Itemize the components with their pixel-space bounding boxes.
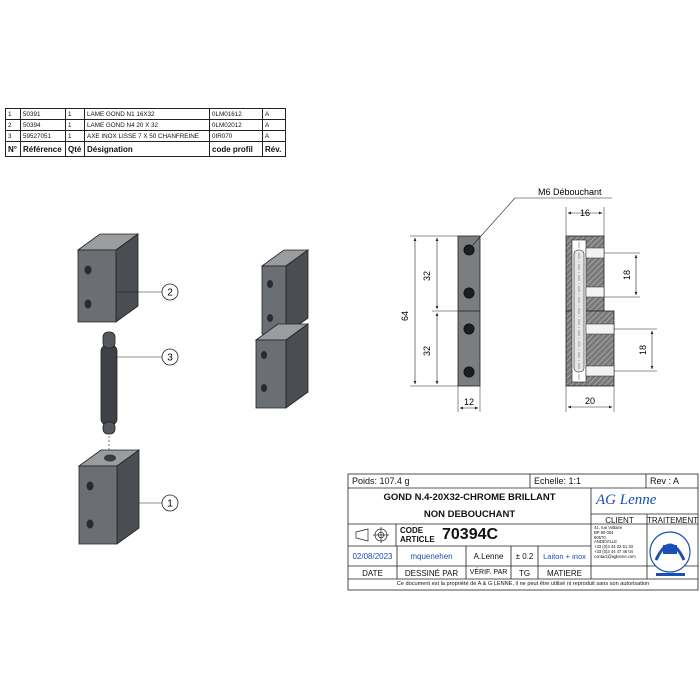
bom-header-row: N° Référence Qté Désignation code profil… xyxy=(5,141,286,157)
callout-1: 1 xyxy=(139,494,179,512)
dim-20: 20 xyxy=(585,396,595,406)
section-view: 16 18 18 20 xyxy=(565,207,657,412)
callout-3-label: 3 xyxy=(167,353,173,364)
dim-12: 12 xyxy=(464,397,474,407)
address-line: +33 (0)3 44 47 46 04 xyxy=(594,548,633,554)
address-line: ANDEVILLE xyxy=(594,539,618,545)
drawing-title-line2: NON DEBOUCHANT xyxy=(423,509,516,520)
code-label-2: ARTICLE xyxy=(400,535,435,544)
scale: Echelle: 1:1 xyxy=(534,476,582,486)
label-drawn-by: DESSINÉ PAR xyxy=(404,569,459,578)
callout-1-label: 1 xyxy=(167,499,173,510)
label-client: CLIENT xyxy=(605,516,634,525)
address-line: 60570 xyxy=(594,534,606,540)
part-3-pin xyxy=(100,331,118,460)
verified-by-value: A.Lenne xyxy=(473,552,504,561)
drawn-by-value: mquenehen xyxy=(410,552,453,561)
company-address: 41, rue Voltaire BP 80 004 60570 ANDEVIL… xyxy=(594,525,636,560)
front-view: M6 Débouchant 64 32 32 12 xyxy=(400,187,612,412)
m6-note: M6 Débouchant xyxy=(538,187,602,197)
label-date: DATE xyxy=(362,569,383,578)
footer-notice: Ce document est la propriété de A & G LE… xyxy=(396,581,650,587)
address-line: +33 (0)3 44 22 61 33 xyxy=(594,544,633,550)
tolerance-value: ± 0.2 xyxy=(515,552,534,561)
material-value: Laiton + inox xyxy=(543,552,586,561)
bom-row: 1 50391 1 LAME GOND N1 16X32 0LM01612 A xyxy=(5,108,286,120)
part-1-leaf xyxy=(77,449,141,545)
callout-3: 3 xyxy=(117,348,179,366)
bom-header: Rév. xyxy=(262,141,286,157)
revision: Rev : A xyxy=(650,476,680,486)
title-block-frame xyxy=(347,473,699,591)
weight: Poids: 107.4 g xyxy=(352,476,410,486)
bom-row: 2 50394 1 LAME GOND N4 20 X 32 0LM02012 … xyxy=(5,119,286,131)
label-material: MATIERE xyxy=(547,569,582,578)
article-code: 70394C xyxy=(442,526,499,543)
bill-of-materials: 1 50391 1 LAME GOND N1 16X32 0LM01612 A … xyxy=(5,108,286,157)
assembled-hinge xyxy=(254,249,310,409)
company-logo: AG Lenne xyxy=(596,492,657,508)
projection-symbol-icon xyxy=(355,527,389,543)
callout-2-label: 2 xyxy=(167,288,173,299)
drawing-title-line1: GOND N.4-20X32-CHROME BRILLANT xyxy=(383,492,556,503)
address-line: 41, rue Voltaire xyxy=(594,525,623,530)
dim-64: 64 xyxy=(400,311,410,321)
dim-18-top: 18 xyxy=(622,270,632,280)
date-value: 02/08/2023 xyxy=(352,552,393,561)
dim-32-bottom: 32 xyxy=(422,346,432,356)
bom-row: 3 59527051 1 AXE INOX LISSE 7 X 50 CHANF… xyxy=(5,130,286,142)
company-emblem-icon xyxy=(649,531,691,576)
dim-32-top: 32 xyxy=(422,271,432,281)
dim-16: 16 xyxy=(580,208,590,218)
dim-18-bottom: 18 xyxy=(638,345,648,355)
label-traitement: TRAITEMENT xyxy=(647,516,699,525)
label-verified-by: VÉRIF. PAR xyxy=(469,569,508,576)
callout-2: 2 xyxy=(116,283,179,301)
address-line: contact@aglenne.com xyxy=(594,553,636,559)
part-2-leaf xyxy=(76,233,140,323)
bom-header: Désignation xyxy=(84,141,210,157)
label-tg: TG xyxy=(518,569,531,578)
address-line: BP 80 004 xyxy=(594,529,614,535)
code-label-1: CODE xyxy=(400,526,424,535)
